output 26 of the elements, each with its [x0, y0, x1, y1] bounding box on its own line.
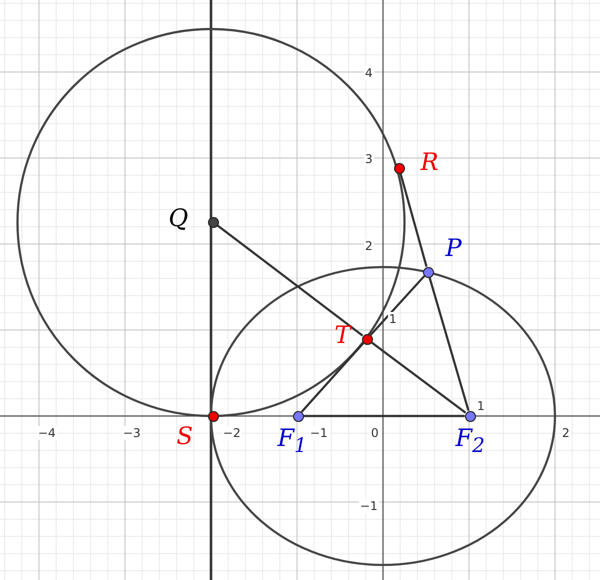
axis-tick-label: −2	[222, 426, 242, 440]
axis-tick-label: −4	[37, 426, 57, 440]
line-segment	[216, 224, 364, 337]
axis-tick-label: 2	[561, 426, 571, 440]
axis-tick-label: 1	[388, 312, 398, 326]
point-label: R	[420, 150, 439, 174]
line-segment	[399, 173, 428, 267]
axis-tick-label: 4	[364, 66, 374, 80]
line-segment	[300, 342, 364, 413]
point-label: S	[176, 424, 193, 448]
axis-tick-label: 3	[364, 152, 374, 166]
point-label: F$_{2}$	[456, 426, 485, 454]
axis-tick-label: −3	[122, 426, 142, 440]
point-label: Q	[168, 206, 188, 230]
point-label: T	[334, 322, 351, 346]
point-label: F$_{1}$	[278, 426, 307, 454]
axis-tick-label: 1	[476, 399, 486, 413]
point-label: P	[446, 236, 462, 260]
line-segment	[370, 341, 466, 414]
axis-tick-label: −1	[359, 499, 379, 513]
line-segment	[428, 276, 470, 412]
axis-tick-label: 0	[370, 426, 380, 440]
line-segment	[304, 414, 464, 418]
line-segment	[370, 275, 426, 336]
axis-tick-label: −1	[309, 426, 329, 440]
axis-tick-label: 2	[364, 239, 374, 253]
